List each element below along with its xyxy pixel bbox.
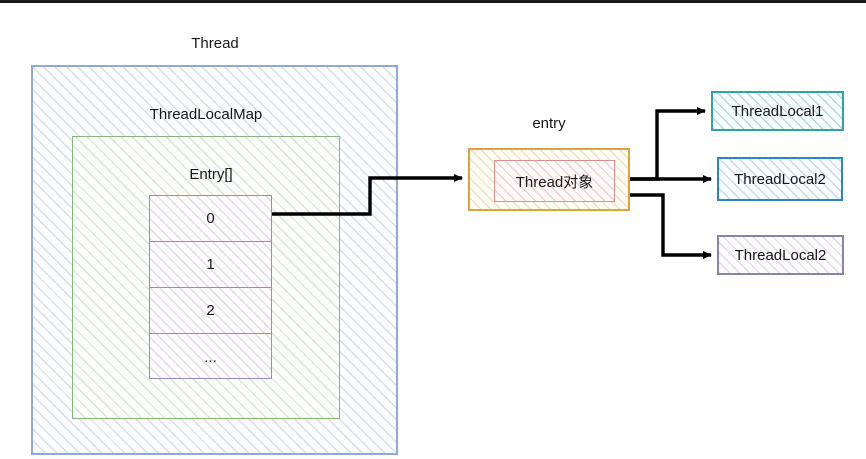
connector-entry-to-threadlocal1: [630, 107, 706, 181]
thread-object-label: Thread对象: [515, 173, 594, 191]
thread-object-box: Thread对象: [494, 160, 615, 202]
connector-entry-to-threadlocal3: [630, 193, 712, 259]
entry-cell-0[interactable]: 0: [150, 196, 271, 242]
threadlocal3-box: ThreadLocal2: [717, 235, 844, 275]
entry-array-title: Entry[]: [189, 166, 233, 183]
threadlocal2-box: ThreadLocal2: [717, 157, 843, 201]
threadlocal2-label: ThreadLocal2: [734, 170, 826, 188]
threadlocalmap-title: ThreadLocalMap: [149, 106, 263, 123]
thread-title: Thread: [191, 35, 239, 52]
threadlocal1-label: ThreadLocal1: [731, 102, 824, 120]
entry-cell-2-label: 2: [206, 302, 215, 319]
entry-cell-2[interactable]: 2: [150, 288, 271, 334]
threadlocal3-label: ThreadLocal2: [734, 246, 827, 264]
entry-cell-1[interactable]: 1: [150, 242, 271, 288]
entry-cell-1-label: 1: [206, 256, 215, 273]
entry-cell-0-label: 0: [206, 210, 215, 227]
entry-cell-ellipsis[interactable]: ...: [150, 334, 271, 380]
threadlocal1-box: ThreadLocal1: [711, 91, 844, 131]
entry-title: entry: [532, 115, 566, 132]
entry-array-box: 0 1 2 ...: [149, 195, 272, 379]
entry-cell-ellipsis-label: ...: [204, 348, 217, 366]
entry-outer-box: Thread对象: [468, 148, 630, 211]
